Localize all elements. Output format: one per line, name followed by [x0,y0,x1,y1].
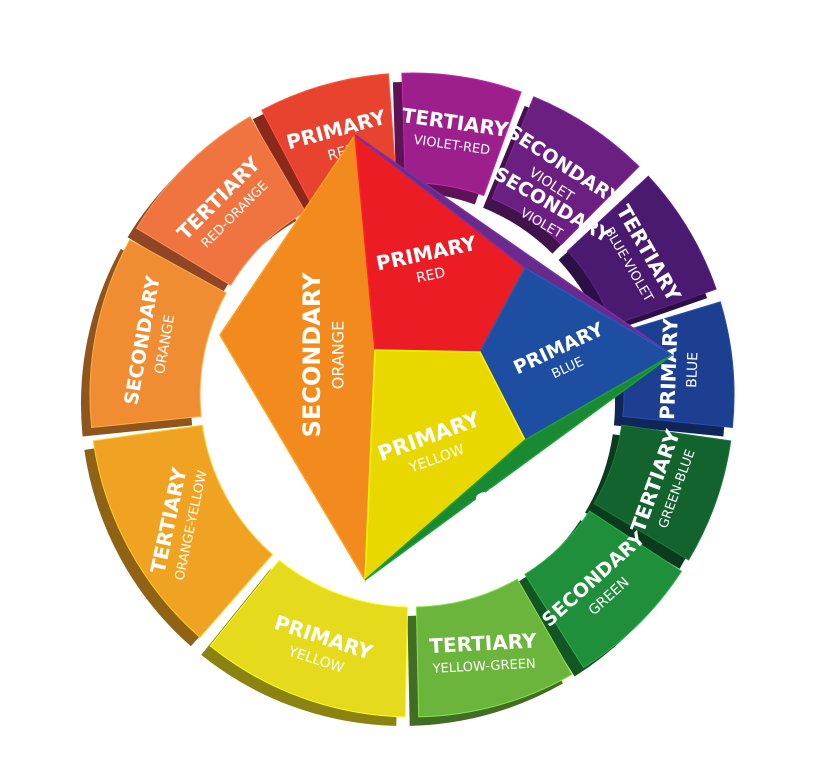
ring-color-label: YELLOW-GREEN [431,657,536,677]
ring-segment-shape [209,559,409,718]
ring-segment-shape [92,424,274,639]
pyramid-color-label: RED [415,265,447,287]
ring-category-label: TERTIARY [429,628,538,658]
ring-segment-shape [524,510,683,669]
pyramid-color-label: ORANGE [329,321,348,389]
ring-category-label: PRIMARY [655,317,683,420]
ring-segment-shape [415,578,573,718]
pyramid-face-shape [364,354,673,581]
ring-segment-shape [593,424,732,561]
pyramid-category-label: SECONDARY [298,272,326,437]
ring-segment-shape [135,116,307,286]
ring-segment-shape [566,175,717,326]
ring-segment-shape [491,96,640,246]
ring-segment-shape [89,239,227,429]
ring-color-label: BLUE [684,352,701,388]
